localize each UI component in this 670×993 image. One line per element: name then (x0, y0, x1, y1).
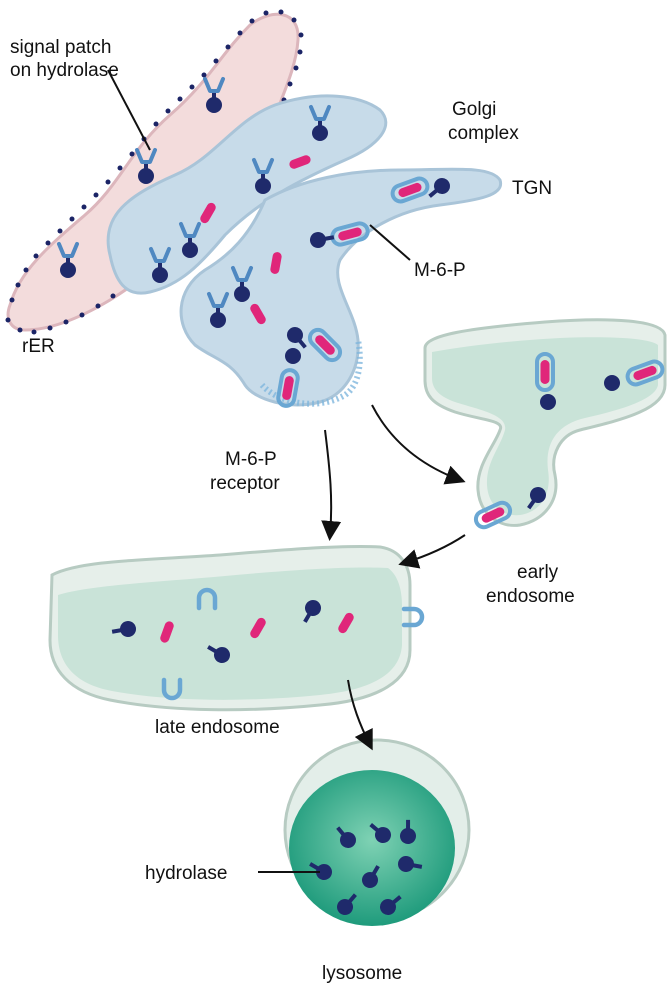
hydrolase-molecule (285, 348, 301, 364)
label-tgn: TGN (512, 178, 552, 199)
label-hydrolase: hydrolase (145, 863, 227, 884)
hydrolase-molecule (540, 394, 556, 410)
early-endosome (425, 320, 665, 530)
label-m6p-receptor-line1: M-6-P (225, 449, 277, 470)
label-early-endosome-line2: endosome (486, 586, 575, 607)
late-endosome (50, 547, 422, 710)
label-signal-patch-line1: signal patch (10, 37, 111, 58)
leader-m6p (370, 225, 410, 260)
label-rer: rER (22, 336, 55, 357)
label-m6p-receptor-line2: receptor (210, 473, 280, 494)
leader-signal-patch (108, 70, 150, 150)
arrow-tgn-to-late-endosome (325, 430, 331, 535)
hydrolase-molecule (604, 375, 620, 391)
label-lysosome: lysosome (322, 963, 402, 984)
lysosome (285, 740, 469, 926)
label-golgi-line1: Golgi (452, 99, 496, 120)
label-signal-patch-line2: on hydrolase (10, 60, 119, 81)
label-m6p: M-6-P (414, 260, 466, 281)
label-late-endosome: late endosome (155, 717, 280, 738)
arrow-early-to-late-endosome (404, 535, 465, 563)
label-golgi-line2: complex (448, 123, 519, 144)
label-early-endosome-line1: early (517, 562, 559, 583)
arrow-tgn-to-early-endosome (372, 405, 460, 480)
